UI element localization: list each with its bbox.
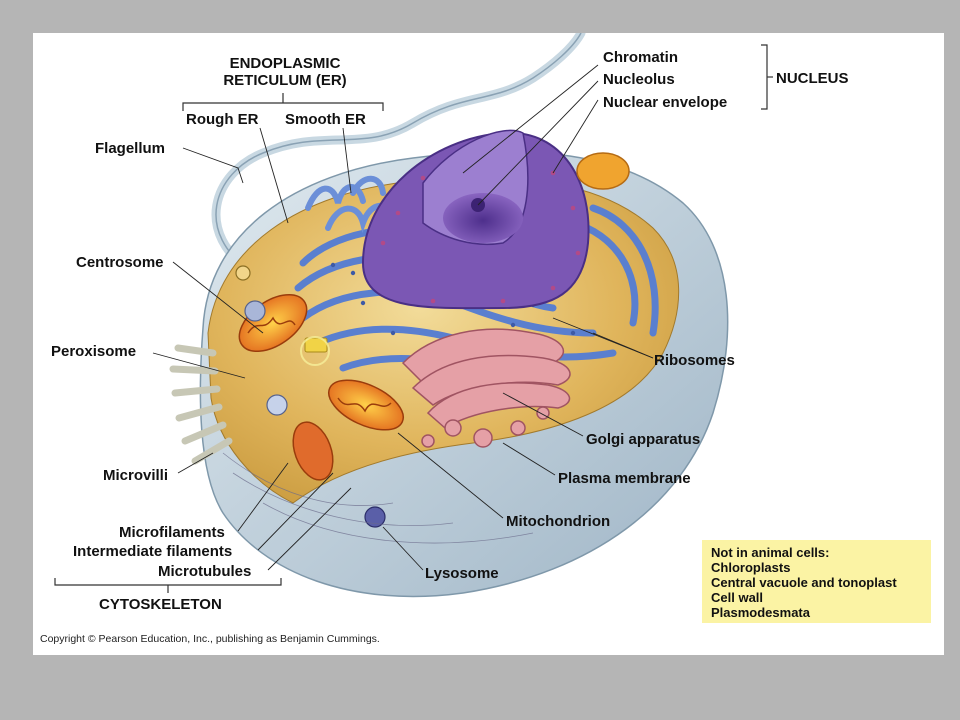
er-title: ENDOPLASMIC RETICULUM (ER) xyxy=(205,55,365,89)
animal-cell-illustration xyxy=(54,33,773,598)
label-ribosomes: Ribosomes xyxy=(654,352,735,369)
lysosome-shape xyxy=(364,506,386,528)
label-intermediate-filaments: Intermediate filaments xyxy=(73,543,233,560)
label-flagellum: Flagellum xyxy=(95,140,166,157)
er-title-line2: RETICULUM (ER) xyxy=(223,72,347,89)
golgi-shape xyxy=(401,328,571,448)
note-item: Chloroplasts xyxy=(711,560,791,575)
label-mitochondrion: Mitochondrion xyxy=(506,513,611,530)
label-peroxisome: Peroxisome xyxy=(51,343,137,360)
diagram-panel: ENDOPLASMIC RETICULUM (ER) Rough ER Smoo… xyxy=(33,33,944,655)
microvilli-shape xyxy=(169,344,233,465)
peroxisome-shape xyxy=(244,300,266,322)
label-cytoskeleton: CYTOSKELETON xyxy=(99,596,222,613)
label-rough-er: Rough ER xyxy=(186,111,259,128)
mitochondrion-shape xyxy=(238,293,404,481)
label-lysosome: Lysosome xyxy=(425,565,499,582)
label-microtubules: Microtubules xyxy=(158,563,252,580)
label-smooth-er: Smooth ER xyxy=(285,111,366,128)
label-nucleolus: Nucleolus xyxy=(603,71,675,88)
label-chromatin: Chromatin xyxy=(603,49,678,66)
note-item: Cell wall xyxy=(711,590,764,605)
label-centrosome: Centrosome xyxy=(76,254,164,271)
label-plasma-membrane: Plasma membrane xyxy=(558,470,691,487)
note-title: Not in animal cells: xyxy=(711,545,830,560)
copyright-notice: Copyright © Pearson Education, Inc., pub… xyxy=(40,633,380,645)
er-title-line1: ENDOPLASMIC xyxy=(229,55,341,72)
centrosome-shape xyxy=(300,336,330,366)
note-item: Central vacuole and tonoplast xyxy=(711,575,897,590)
label-golgi-apparatus: Golgi apparatus xyxy=(586,431,701,448)
leader-lines xyxy=(152,64,654,571)
not-in-animal-cells-box: Not in animal cells: Chloroplasts Centra… xyxy=(702,540,931,623)
note-item: Plasmodesmata xyxy=(711,605,810,620)
brackets xyxy=(54,44,773,593)
label-microvilli: Microvilli xyxy=(103,467,169,484)
nucleus-shape xyxy=(361,129,590,310)
label-microfilaments: Microfilaments xyxy=(119,524,225,541)
label-nuclear-envelope: Nuclear envelope xyxy=(603,94,728,111)
label-nucleus: NUCLEUS xyxy=(776,70,849,87)
vesicle-shape xyxy=(576,152,630,190)
